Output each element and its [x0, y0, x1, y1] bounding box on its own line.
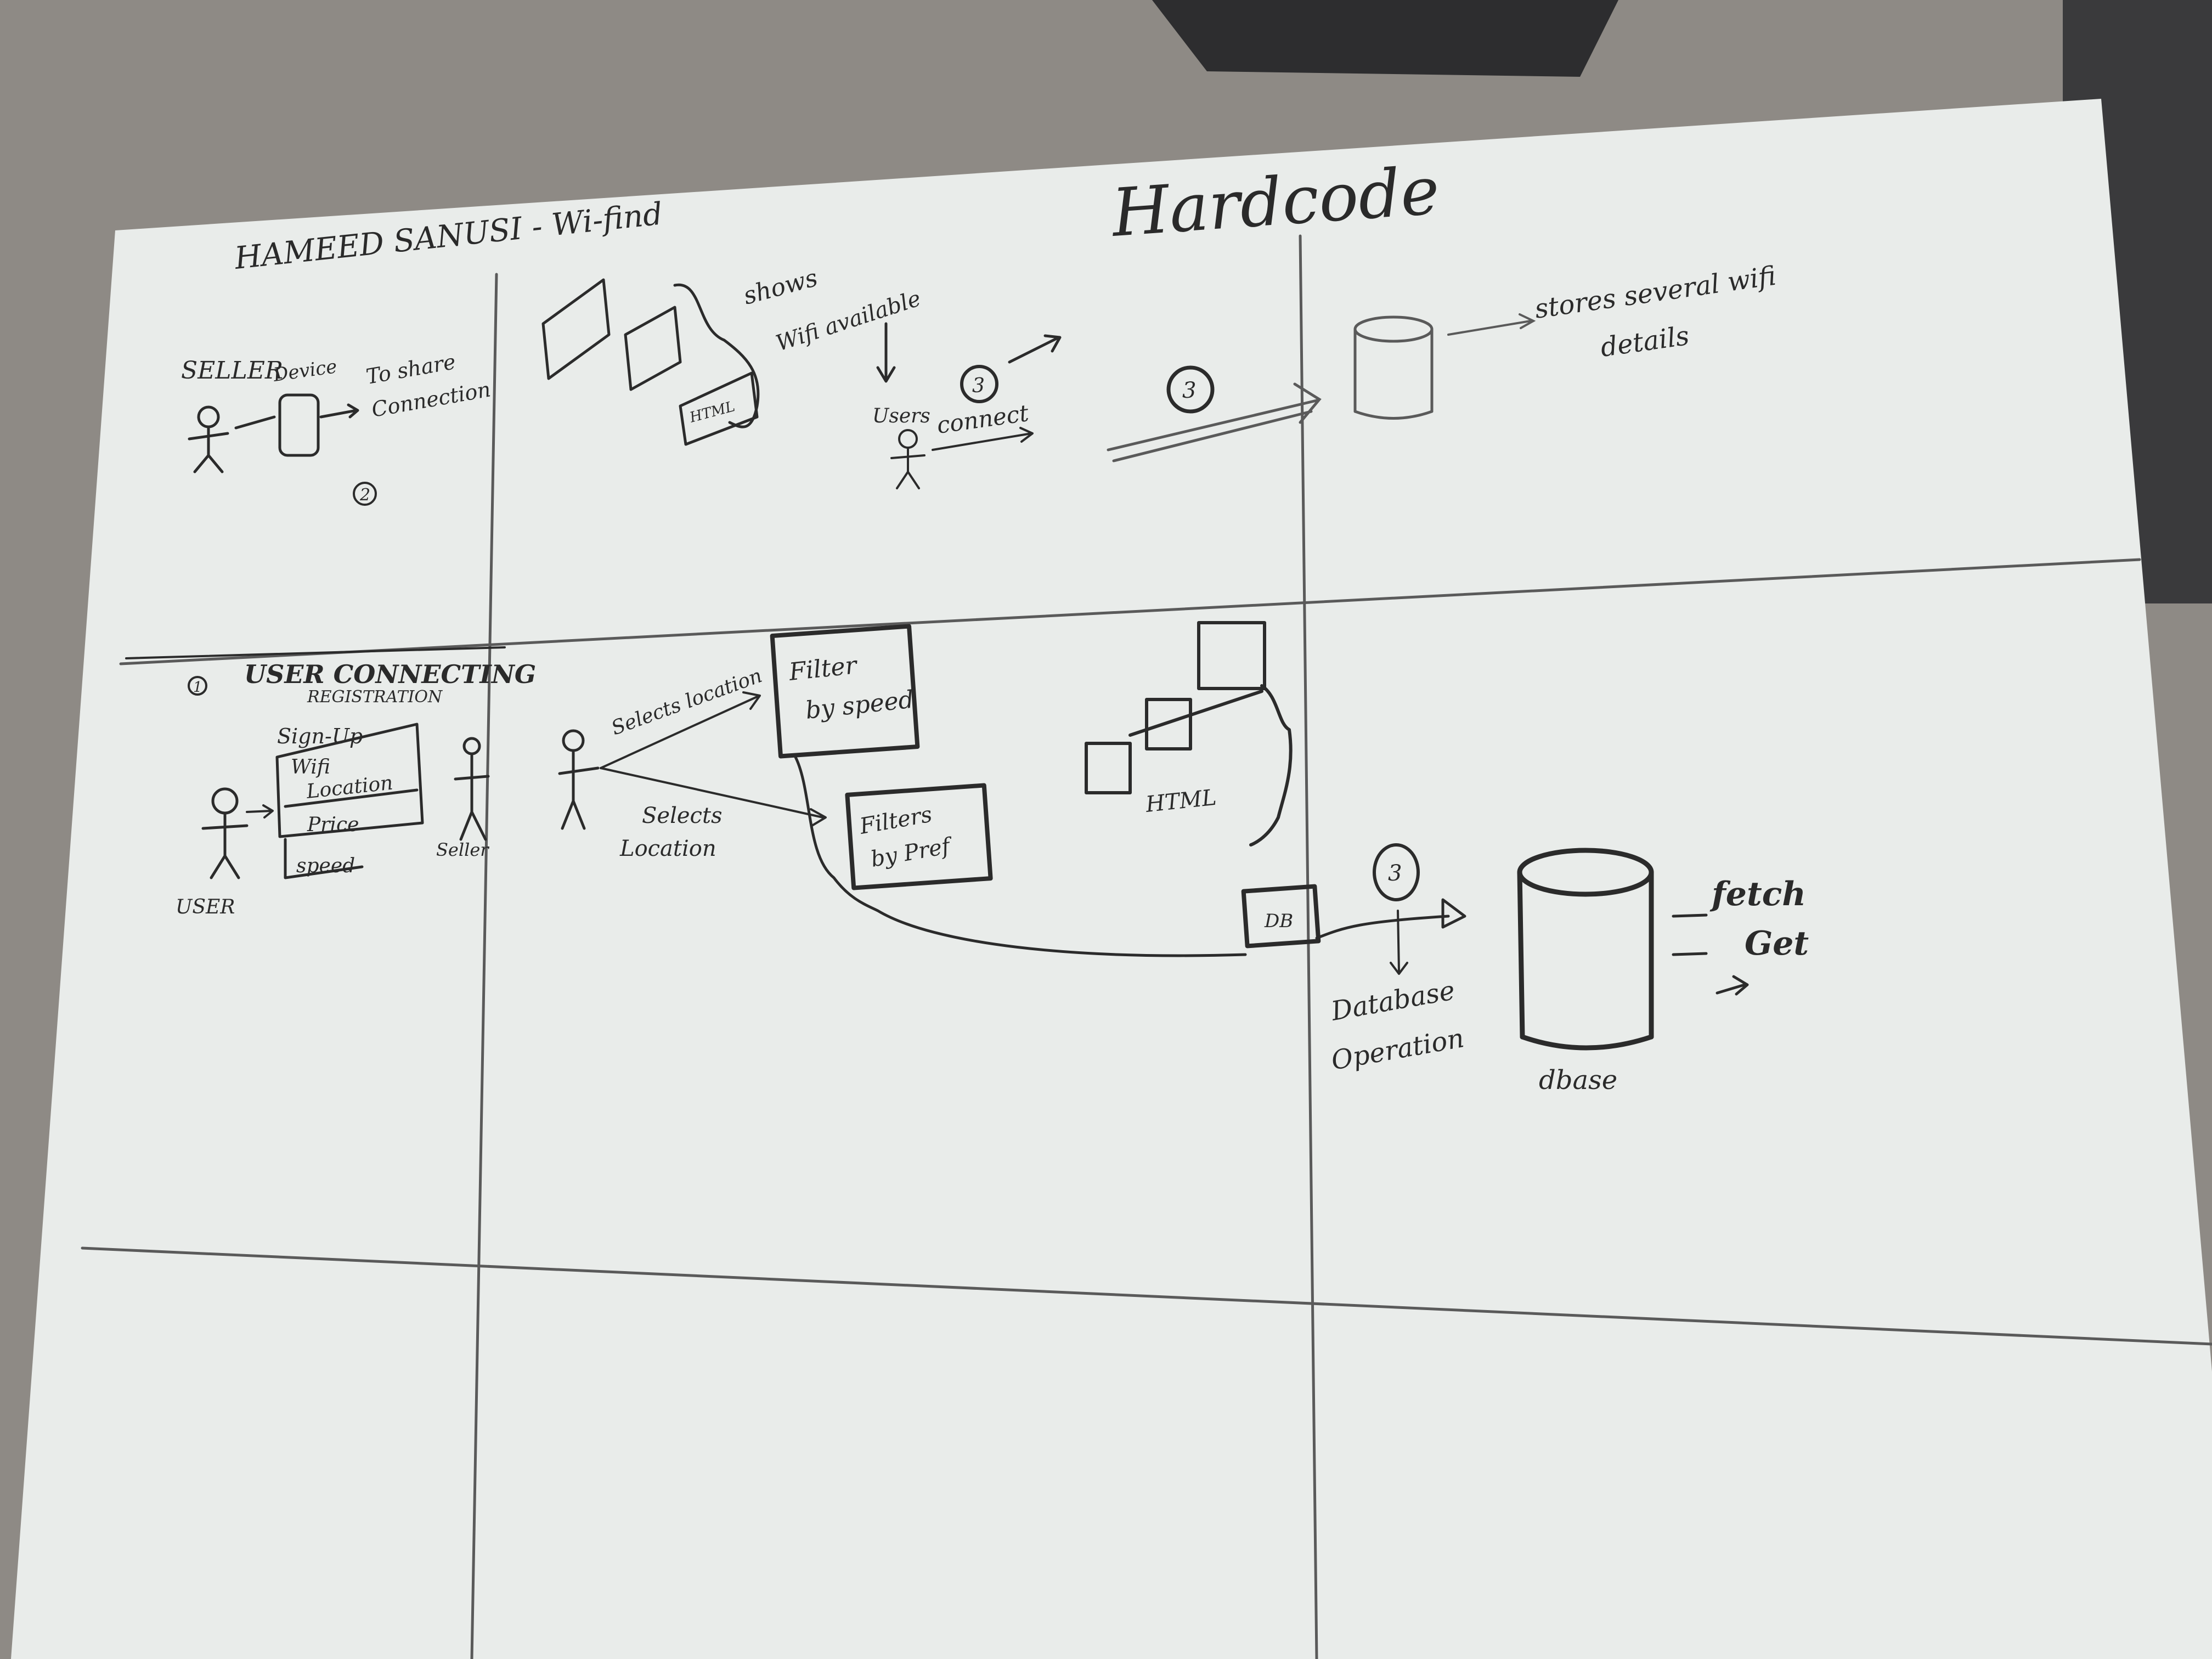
action-get: Get	[1745, 924, 1809, 963]
step-circle-2	[353, 482, 377, 506]
step-circle-4	[1166, 365, 1215, 414]
connect-arrow-up	[1008, 334, 1062, 364]
step-number: 3	[1182, 378, 1196, 403]
dbase-label: dbase	[1539, 1065, 1617, 1096]
db-arrow	[1315, 898, 1466, 940]
form-field-price: Price	[307, 814, 359, 836]
panel-user-connecting: 1 USER CONNECTING REGISTRATION Sign-Up W…	[125, 646, 536, 918]
dbase-cylinder	[1517, 848, 1654, 1051]
panel-title: USER CONNECTING	[244, 659, 536, 689]
device-icon	[278, 393, 320, 457]
step-number: 2	[359, 486, 370, 505]
down-arrow	[876, 322, 896, 383]
seller-stick-figure	[454, 737, 490, 841]
seller-label: Seller	[436, 839, 489, 860]
grid-line-v1	[470, 273, 498, 1659]
storage-cylinder	[1353, 315, 1434, 420]
to-storage-arrow	[1107, 382, 1322, 462]
grid-line-v2	[1299, 234, 1318, 1659]
step-circle-1	[188, 676, 207, 696]
paper-sheet	[11, 99, 2212, 1659]
user-label: USER	[176, 896, 235, 918]
user-to-form-arrow	[246, 804, 274, 819]
stores-arrow	[1447, 313, 1536, 336]
grid-line-h2	[81, 1246, 2212, 1346]
seller-device-link	[234, 415, 276, 430]
user-stick-figure	[890, 429, 926, 489]
filter-speed-box	[770, 624, 920, 759]
selects-location-2: Location	[619, 836, 716, 861]
filter-pref-box	[845, 783, 993, 890]
form-field-speed: speed	[296, 855, 355, 877]
html-screens-sketch	[1085, 621, 1293, 847]
user-stick-figure	[558, 729, 600, 830]
flow-line-to-db	[794, 755, 1247, 957]
db-op-arrow	[1390, 910, 1408, 975]
users-label: Users	[872, 405, 930, 427]
screens-sketch	[541, 278, 760, 446]
connect-arrow	[932, 427, 1034, 451]
step-number: 3	[1388, 861, 1402, 886]
selects-location-1: Selects	[642, 803, 723, 828]
dark-object-top	[1152, 0, 1618, 77]
dbase-action-arrows	[1672, 913, 1749, 996]
location-arrow-bottom	[600, 767, 827, 827]
seller-label: SELLER	[181, 357, 283, 385]
form-field-wifi: Wifi	[291, 756, 330, 778]
step-circle-5	[1373, 843, 1420, 901]
action-fetch: fetch	[1709, 875, 1806, 913]
step-number: 1	[193, 679, 202, 696]
user-stick-figure	[201, 787, 249, 879]
seller-stick-figure	[188, 405, 229, 473]
share-arrow	[319, 403, 359, 419]
location-arrow-top	[600, 691, 761, 769]
db-label: DB	[1264, 910, 1293, 932]
panel-underline	[125, 646, 506, 659]
signup-label: Sign-Up	[277, 724, 363, 748]
panel-grid	[81, 234, 2212, 1659]
db-box	[1241, 884, 1321, 949]
grid-line-h1	[119, 558, 2141, 665]
signup-form	[275, 723, 424, 879]
registration-label: REGISTRATION	[307, 687, 443, 707]
step-number: 3	[972, 375, 985, 397]
step-circle-3	[960, 365, 998, 403]
